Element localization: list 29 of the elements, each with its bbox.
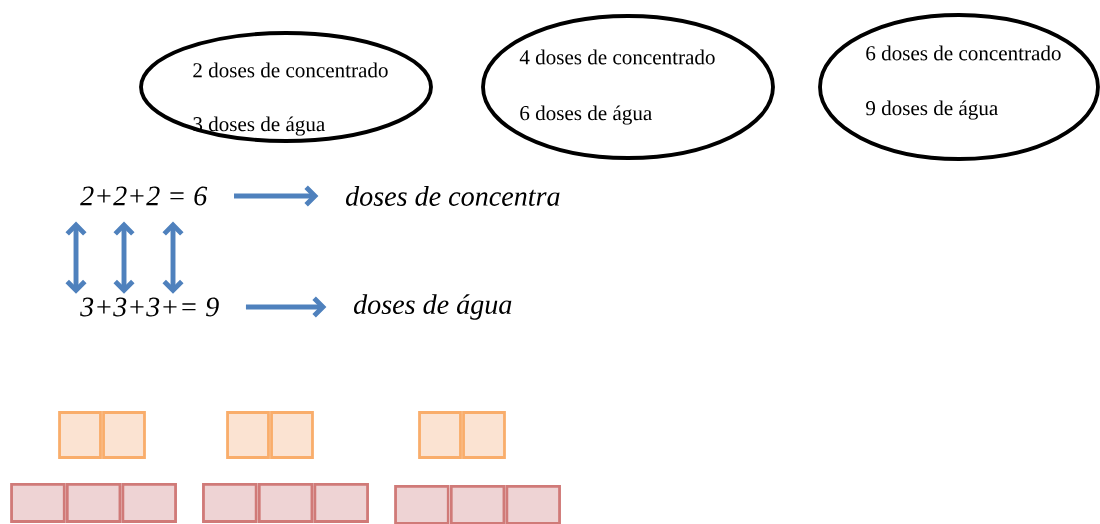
arrow	[234, 185, 319, 207]
equation-text: 3+3+3+= 9	[80, 297, 219, 317]
square	[58, 411, 102, 459]
ellipse-text: 2 doses de concentrado	[193, 62, 388, 78]
arrow	[162, 221, 184, 294]
ellipse-text: 4 doses de concentrado	[519, 49, 715, 65]
square	[418, 411, 462, 459]
square	[65, 483, 122, 523]
ellipse-text: 9 doses de água	[866, 100, 998, 120]
square	[313, 483, 369, 523]
square	[121, 483, 177, 523]
square	[202, 483, 258, 523]
square	[394, 485, 450, 524]
square	[449, 485, 506, 524]
square	[10, 483, 66, 523]
ellipse-text: 6 doses de concentrado	[866, 45, 1061, 61]
ellipse-text: 6 doses de água	[520, 105, 652, 125]
square	[102, 411, 146, 459]
arrow	[113, 221, 135, 294]
arrow	[65, 221, 87, 294]
square	[462, 411, 506, 459]
square	[270, 411, 314, 459]
square	[226, 411, 270, 459]
equation-text: 2+2+2 = 6	[80, 186, 208, 206]
square	[257, 483, 314, 523]
arrow	[245, 296, 327, 318]
equation-text: doses de concentra	[345, 186, 560, 206]
equation-text: doses de água	[353, 294, 512, 320]
square	[505, 485, 561, 524]
